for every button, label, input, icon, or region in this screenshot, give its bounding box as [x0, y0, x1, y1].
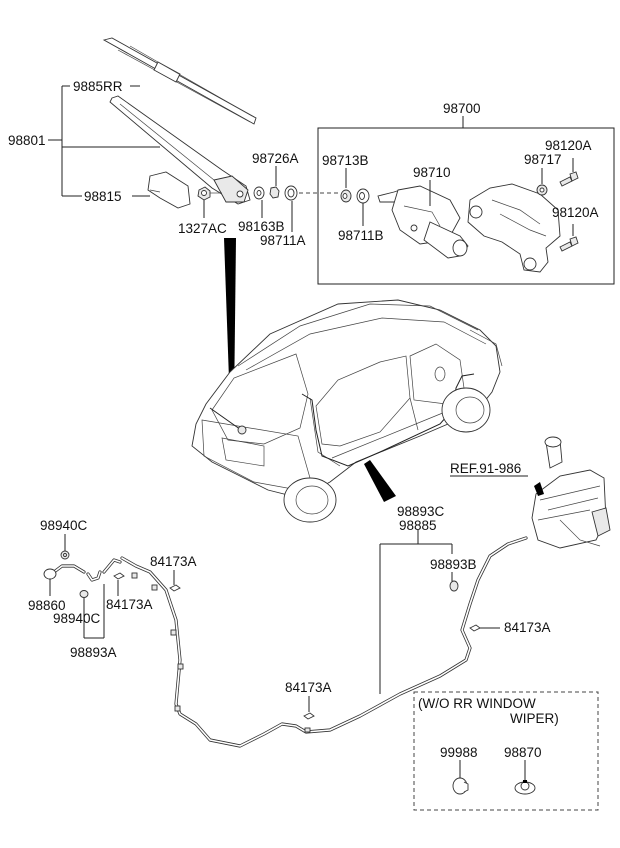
- motor-assembly-box: [317, 127, 615, 285]
- label-98710: 98710: [413, 165, 451, 180]
- label-84173A-top: 84173A: [150, 554, 197, 569]
- grommet-98940C-mid[interactable]: [79, 590, 89, 598]
- wiper-arm-cover[interactable]: [147, 171, 191, 209]
- label-84173A-bottom: 84173A: [285, 680, 332, 695]
- label-1327AC: 1327AC: [178, 221, 227, 236]
- option-note-line2: WIPER): [510, 711, 559, 726]
- label-84173A-left: 84173A: [106, 597, 153, 612]
- grommet-98893B[interactable]: [449, 580, 459, 592]
- clip-84173A-bottom[interactable]: [303, 712, 315, 720]
- label-98120A-top: 98120A: [545, 138, 592, 153]
- grommet-98711B[interactable]: [356, 188, 370, 204]
- wiper-motor-98710[interactable]: [377, 185, 469, 259]
- label-99988: 99988: [440, 745, 478, 760]
- label-98940C-top: 98940C: [40, 518, 88, 533]
- washer-reservoir[interactable]: [531, 436, 611, 549]
- label-98717: 98717: [524, 152, 562, 167]
- label-98870: 98870: [504, 745, 542, 760]
- nut-98713B[interactable]: [340, 189, 352, 203]
- pointer-reservoir: [534, 482, 544, 496]
- label-98893B: 98893B: [430, 557, 477, 572]
- clip-84173A-left[interactable]: [113, 572, 125, 580]
- car-illustration: [191, 299, 503, 523]
- pointer-to-hose: [364, 460, 396, 502]
- label-98893A: 98893A: [70, 645, 117, 660]
- label-ref-91-986[interactable]: REF.91-986: [450, 461, 521, 476]
- plug-98870[interactable]: [514, 780, 536, 795]
- washer-98717[interactable]: [536, 184, 548, 196]
- label-98893C: 98893C: [397, 504, 445, 519]
- label-9885RR: 9885RR: [73, 79, 123, 94]
- label-98711B: 98711B: [338, 228, 384, 243]
- washer-hose-main[interactable]: [120, 536, 528, 748]
- clip-84173A-right[interactable]: [469, 624, 481, 632]
- label-98713B: 98713B: [322, 153, 369, 168]
- motor-bracket[interactable]: [467, 183, 561, 273]
- hose-clips: [131, 572, 311, 733]
- bolt-98120A-bottom[interactable]: [559, 236, 579, 252]
- bolt-98120A-top[interactable]: [559, 171, 579, 187]
- cap-99988[interactable]: [452, 777, 469, 795]
- nozzle-hose-98893A[interactable]: [52, 558, 122, 582]
- label-98940C-mid: 98940C: [53, 611, 101, 626]
- label-84173A-right: 84173A: [504, 620, 551, 635]
- label-98815: 98815: [84, 189, 122, 204]
- label-98711A: 98711A: [260, 233, 306, 248]
- nut-98726A[interactable]: [269, 186, 280, 199]
- option-box-no-rear-wiper: [413, 691, 599, 811]
- label-98860: 98860: [28, 598, 66, 613]
- seal-98711A[interactable]: [284, 185, 298, 201]
- label-98163B: 98163B: [238, 219, 285, 234]
- label-98700: 98700: [443, 101, 481, 116]
- wiper-blade[interactable]: [102, 37, 257, 125]
- nozzle-98860[interactable]: [43, 568, 57, 580]
- label-98885: 98885: [399, 518, 437, 533]
- label-98120A-bottom: 98120A: [552, 205, 599, 220]
- washer-98163B[interactable]: [253, 186, 265, 200]
- bracket-98801: [48, 85, 160, 197]
- label-98801: 98801: [8, 133, 46, 148]
- label-98726A: 98726A: [252, 151, 299, 166]
- clip-84173A-top[interactable]: [169, 584, 181, 592]
- wiper-arm[interactable]: [109, 95, 251, 205]
- grommet-98940C-top[interactable]: [60, 550, 70, 560]
- option-note-line1: (W/O RR WINDOW: [418, 696, 536, 711]
- hose-leaders: [49, 530, 500, 712]
- nut-1327AC[interactable]: [197, 186, 222, 201]
- pointer-to-tailgate: [224, 238, 236, 408]
